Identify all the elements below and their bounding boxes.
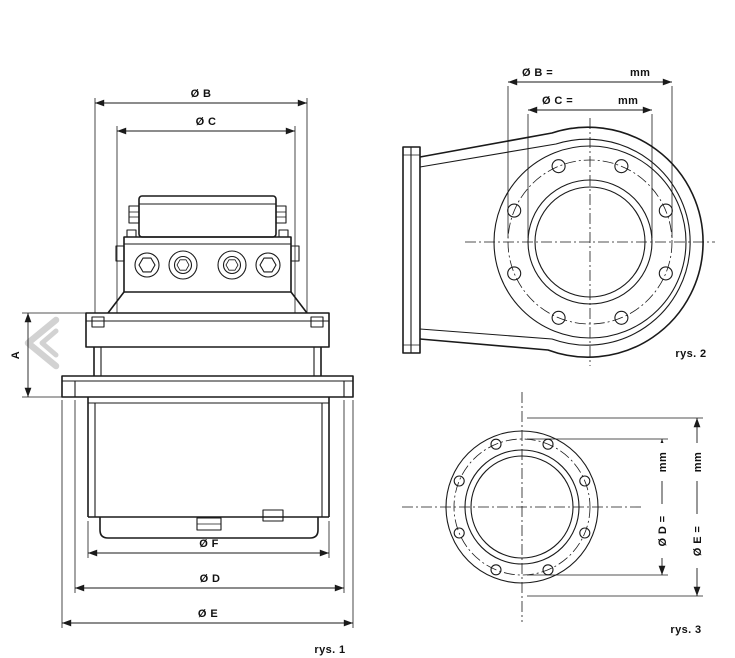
motor-top-cover — [128, 195, 287, 238]
housing-flange-plate — [402, 146, 421, 354]
housing-centerlines — [465, 118, 715, 366]
motor-step-section — [93, 347, 322, 376]
sprocket-centerlines — [402, 392, 642, 622]
fig2-dim-b-unit: mm — [630, 67, 650, 79]
fig1-dim-a: A — [10, 312, 86, 398]
fig3-dim-d-label: Ø D = — [657, 515, 669, 546]
fig3-dim-d-unit: mm — [657, 452, 669, 472]
fig3-dim-d: mm Ø D = — [527, 438, 669, 576]
fig2-dim-c-unit: mm — [618, 95, 638, 107]
hex-plug-left — [134, 252, 160, 278]
fig1-dim-e: Ø E — [61, 400, 354, 628]
figure-2-housing-side-view: Ø B = mm Ø C = mm rys. 2 — [402, 67, 715, 366]
fig1-caption: rys. 1 — [314, 644, 345, 656]
fig1-dim-f: Ø F — [87, 521, 330, 558]
fig1-dim-b-label: Ø B — [191, 88, 212, 100]
figure-3-sprocket: mm Ø D = mm Ø E = rys. 3 — [402, 392, 704, 636]
fig1-dim-e-label: Ø E — [198, 608, 218, 620]
chevron-watermark-icon — [24, 316, 60, 370]
fig2-dim-c-label: Ø C = — [542, 95, 573, 107]
motor-bottom-cap — [99, 509, 319, 539]
fig1-dim-f-label: Ø F — [199, 538, 219, 550]
motor-taper — [107, 291, 308, 314]
fig3-caption: rys. 3 — [670, 624, 701, 636]
fig1-dim-d: Ø D — [74, 400, 345, 593]
port-plug-left — [168, 250, 198, 280]
figure-1-final-drive-front-view: Ø B Ø C A Ø F Ø D — [10, 88, 354, 656]
port-plug-right — [217, 250, 247, 280]
fig2-dim-c: Ø C = mm — [527, 95, 653, 238]
motor-mounting-flange — [85, 312, 330, 348]
fig2-dim-b: Ø B = mm — [507, 67, 673, 238]
fig3-dim-e-label: Ø E = — [692, 526, 704, 556]
fig1-dim-d-label: Ø D — [200, 573, 221, 585]
fig1-dim-c: Ø C — [116, 116, 296, 313]
fig1-dim-a-label: A — [10, 351, 22, 359]
motor-valve-block — [115, 229, 300, 293]
fig3-dim-e: mm Ø E = — [527, 417, 704, 597]
fig3-dim-e-unit: mm — [692, 452, 704, 472]
fig1-dim-c-label: Ø C — [196, 116, 217, 128]
fig2-dim-b-label: Ø B = — [522, 67, 553, 79]
motor-drum — [87, 397, 330, 518]
motor-wide-flange — [61, 375, 354, 398]
fig1-dim-b: Ø B — [94, 88, 308, 313]
hex-plug-right — [255, 252, 281, 278]
fig2-caption: rys. 2 — [675, 348, 706, 360]
